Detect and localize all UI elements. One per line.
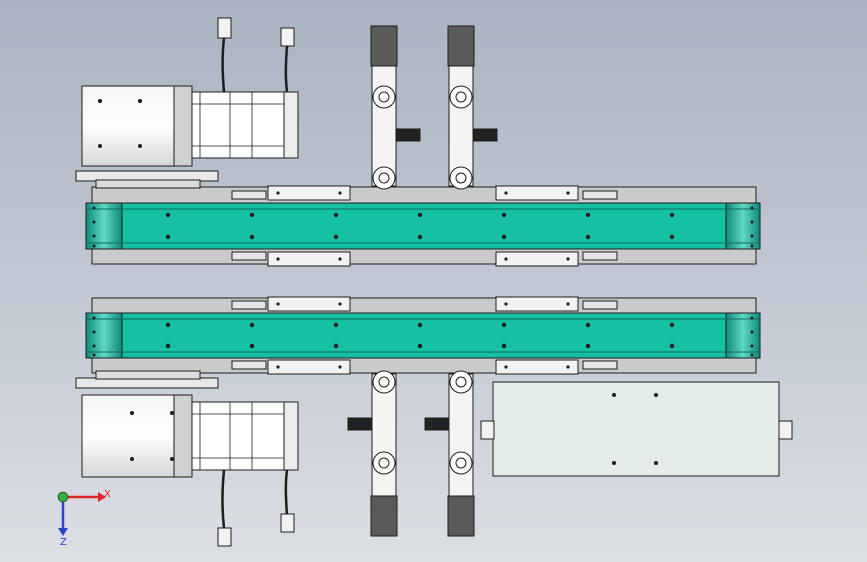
lower-conveyor xyxy=(85,296,761,375)
upper-motor-body xyxy=(191,91,295,159)
upper-connector-1 xyxy=(217,17,232,39)
lower-connector-1 xyxy=(217,527,232,547)
x-axis-label: X xyxy=(104,489,111,500)
lower-right-plate xyxy=(480,381,793,477)
lower-gear-motor xyxy=(75,370,299,547)
upper-belt-end-right xyxy=(725,202,761,250)
axis-triad: X Z xyxy=(57,489,111,548)
lower-motor-body xyxy=(191,401,295,471)
upper-mount-plate-1 xyxy=(267,185,351,201)
upper-frame-rail-top xyxy=(91,186,757,204)
lower-connector-2 xyxy=(280,513,295,533)
upper-belt-end-left xyxy=(85,202,123,250)
z-axis-label: Z xyxy=(60,537,67,548)
upper-belt-bolts xyxy=(165,212,675,240)
lower-belt xyxy=(85,312,761,359)
lower-cylinder-right xyxy=(424,370,475,537)
upper-cylinder-left xyxy=(370,25,421,190)
upper-conveyor xyxy=(85,185,761,267)
upper-frame-rail-bottom xyxy=(91,248,757,265)
axis-origin xyxy=(57,491,69,503)
lower-cylinder-left xyxy=(347,370,398,537)
upper-gear-motor xyxy=(75,17,299,189)
upper-connector-2 xyxy=(280,27,295,47)
upper-cylinder-right xyxy=(447,25,498,190)
upper-belt xyxy=(85,202,761,250)
lower-belt-bolts xyxy=(165,322,675,349)
